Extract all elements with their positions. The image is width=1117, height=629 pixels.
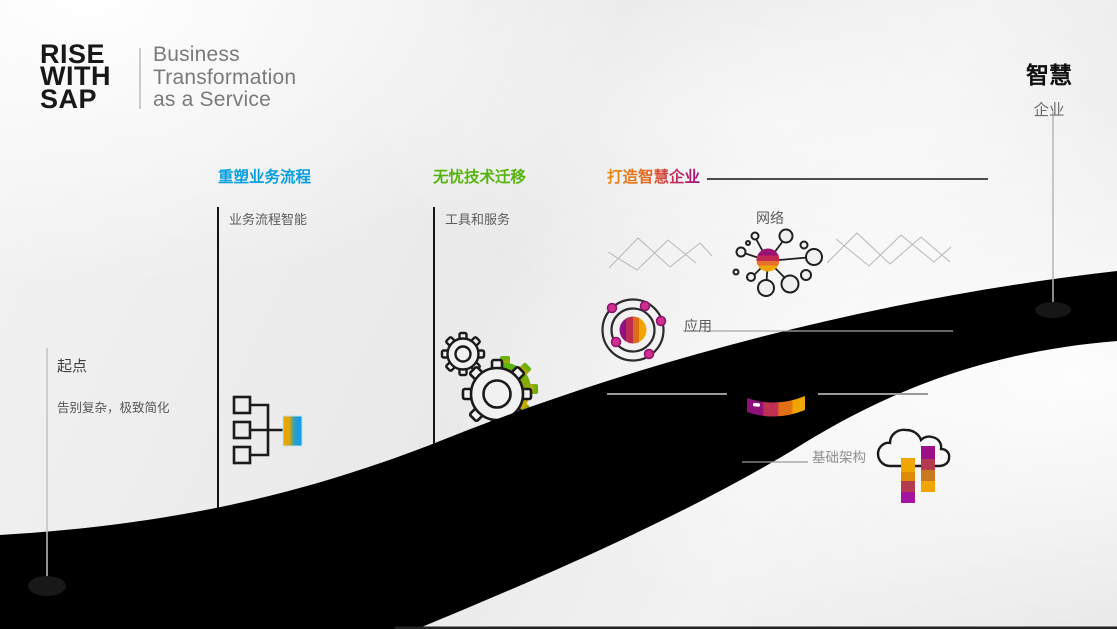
column-subtitle-process: 业务流程智能: [229, 212, 308, 227]
goal-subtitle: 企业: [1033, 102, 1065, 119]
tagline-line-3: as a Service: [153, 88, 271, 112]
goal-label: 智慧 企业: [1006, 56, 1092, 120]
cloud-infrastructure-icon: [876, 428, 951, 503]
goal-rail: [1035, 112, 1071, 318]
logo-tagline: Business Transformation as a Service: [153, 43, 297, 112]
gears-icon: [440, 331, 538, 430]
layer-label-application: 应用: [684, 318, 712, 334]
start-title: 起点: [57, 358, 88, 375]
start-subtitle: 告别复杂，极致简化: [57, 401, 170, 415]
atom-icon: [601, 298, 667, 362]
logo-line-sap: SAP: [40, 83, 98, 114]
column-header-process: 重塑业务流程: [218, 169, 312, 186]
goal-node-dot: [1035, 302, 1071, 318]
zigzag-decoration-left: [607, 237, 713, 271]
column-subtitle-migration: 工具和服务: [445, 212, 511, 227]
tagline-line-1: Business: [153, 43, 240, 66]
logo-line-rise: RISE: [40, 39, 106, 69]
layer-label-infrastructure: 基础架构: [812, 450, 866, 465]
org-chart-icon: [232, 395, 303, 465]
logo-line-with: WITH: [40, 61, 111, 92]
database-disk-icon: [747, 396, 805, 417]
start-node-dot: [28, 576, 66, 596]
logo-divider: [139, 48, 141, 109]
cloud-outline: [876, 428, 951, 468]
cloud-data-bars: [901, 446, 935, 503]
start-rail: [28, 348, 66, 596]
tagline-line-2: Transformation: [153, 65, 297, 89]
network-molecule-icon: [732, 228, 823, 297]
layer-label-network: 网络: [756, 210, 784, 226]
column-header-migration: 无忧技术迁移: [433, 169, 527, 186]
rise-with-sap-logo: RISE WITH SAP: [40, 39, 111, 114]
column-header-intelligent-enterprise: 打造智慧企业: [607, 165, 700, 187]
goal-title: 智慧: [1026, 62, 1072, 88]
swoosh-ribbon: [0, 271, 1117, 629]
zigzag-decoration-right: [826, 232, 952, 267]
bottom-edge-line: [395, 626, 1117, 629]
